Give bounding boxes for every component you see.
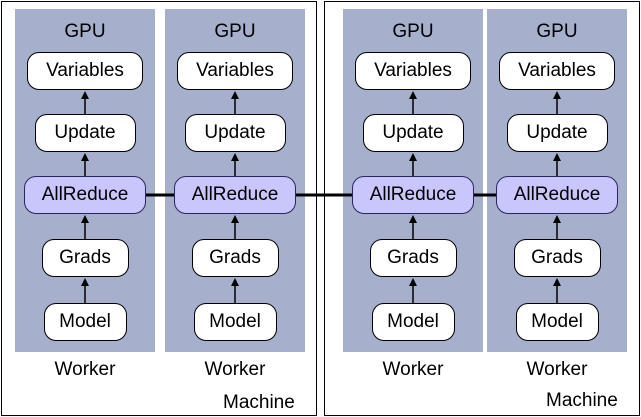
node-allreduce: AllReduce: [352, 176, 474, 214]
node-variables: Variables: [177, 52, 293, 90]
node-model: Model: [515, 303, 599, 341]
node-update: Update: [34, 114, 136, 152]
node-allreduce: AllReduce: [174, 176, 296, 214]
gpu-label: GPU: [214, 21, 256, 42]
node-variables: Variables: [499, 52, 615, 90]
node-model: Model: [43, 303, 127, 341]
node-allreduce: AllReduce: [496, 176, 618, 214]
node-update: Update: [184, 114, 286, 152]
node-model: Model: [193, 303, 277, 341]
gpu-label: GPU: [536, 21, 578, 42]
machine-label: Machine: [546, 390, 618, 411]
worker-label: Worker: [54, 359, 116, 380]
node-update: Update: [506, 114, 608, 152]
node-variables: Variables: [27, 52, 143, 90]
gpu-label: GPU: [392, 21, 434, 42]
node-grads: Grads: [191, 239, 279, 277]
node-variables: Variables: [355, 52, 471, 90]
node-grads: Grads: [369, 239, 457, 277]
node-allreduce: AllReduce: [24, 176, 146, 214]
node-update: Update: [362, 114, 464, 152]
gpu-label: GPU: [64, 21, 106, 42]
worker-label: Worker: [526, 359, 588, 380]
node-grads: Grads: [41, 239, 129, 277]
node-model: Model: [371, 303, 455, 341]
worker-label: Worker: [382, 359, 444, 380]
node-grads: Grads: [513, 239, 601, 277]
machine-label: Machine: [223, 392, 295, 413]
worker-label: Worker: [204, 359, 266, 380]
